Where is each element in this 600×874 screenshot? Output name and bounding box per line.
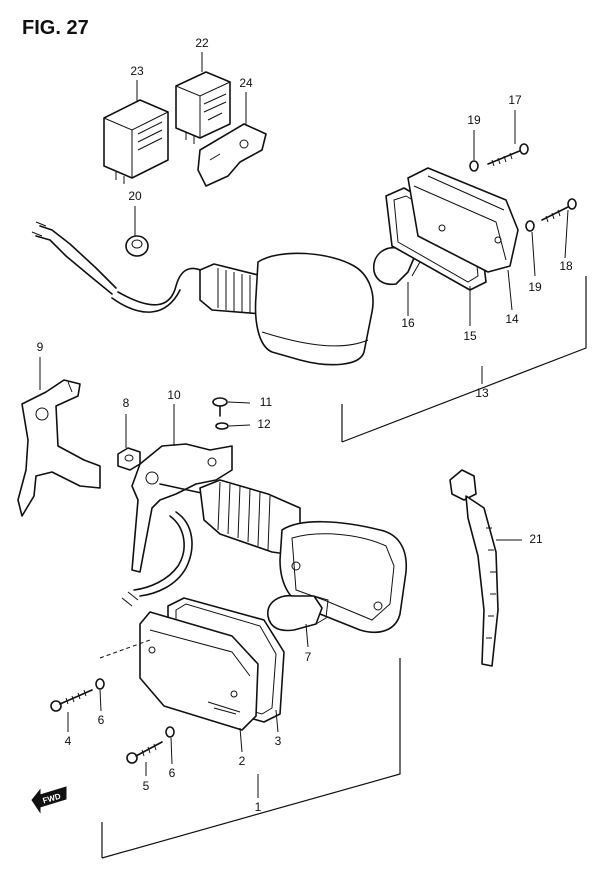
part-5-screw bbox=[126, 741, 163, 764]
callout-16: 16 bbox=[401, 316, 415, 330]
part-14-lens bbox=[407, 167, 519, 273]
callout-2: 2 bbox=[239, 754, 246, 768]
callout-10: 10 bbox=[167, 388, 181, 402]
part-11-screw bbox=[212, 397, 228, 417]
callout-14: 14 bbox=[505, 312, 519, 326]
part-24-bracket bbox=[197, 123, 267, 187]
part-7-bulb bbox=[267, 594, 329, 632]
part-23-relay bbox=[103, 99, 169, 184]
callout-6-a: 6 bbox=[98, 713, 105, 727]
callout-12: 12 bbox=[257, 417, 271, 431]
part-18-screw bbox=[541, 198, 577, 223]
upper-signal-housing bbox=[199, 252, 374, 366]
fwd-arrow: FWD bbox=[31, 786, 67, 814]
part-20-grommet bbox=[125, 235, 149, 257]
part-4-screw bbox=[50, 689, 93, 712]
callout-24: 24 bbox=[239, 76, 253, 90]
callout-labels: 23 22 24 20 19 17 19 18 16 15 14 13 9 8 … bbox=[37, 36, 573, 814]
part-19-washer-upper bbox=[469, 160, 479, 172]
lower-wiring bbox=[121, 511, 193, 607]
callout-23: 23 bbox=[130, 64, 144, 78]
callout-17: 17 bbox=[508, 93, 522, 107]
part-10-stay bbox=[131, 443, 233, 573]
callout-11: 11 bbox=[260, 395, 273, 409]
callout-5: 5 bbox=[143, 779, 150, 793]
callout-22: 22 bbox=[195, 36, 209, 50]
upper-wiring bbox=[31, 221, 209, 313]
part-21-cable-tie bbox=[449, 469, 499, 667]
callout-18: 18 bbox=[559, 259, 573, 273]
callout-3: 3 bbox=[275, 734, 282, 748]
callout-1: 1 bbox=[255, 800, 262, 814]
part-22-relay bbox=[175, 71, 231, 144]
callout-8: 8 bbox=[123, 396, 130, 410]
callout-15: 15 bbox=[463, 329, 477, 343]
assembly-bracket-1 bbox=[101, 658, 401, 859]
part-6-washer-a bbox=[95, 678, 105, 690]
leader-lines bbox=[39, 52, 569, 776]
part-6-washer-b bbox=[165, 726, 175, 738]
callout-21: 21 bbox=[529, 532, 543, 546]
part-2-lens bbox=[139, 611, 259, 731]
figure-title: FIG. 27 bbox=[22, 17, 89, 39]
callout-9: 9 bbox=[37, 340, 44, 354]
callout-19-lower: 19 bbox=[528, 280, 542, 294]
part-19-washer-lower bbox=[525, 220, 535, 232]
callout-19-upper: 19 bbox=[467, 113, 481, 127]
part-17-screw bbox=[487, 143, 529, 167]
callout-13: 13 bbox=[475, 386, 489, 400]
part-8-nut bbox=[117, 447, 141, 471]
part-12-washer bbox=[215, 422, 229, 430]
callout-7: 7 bbox=[305, 650, 312, 664]
callout-20: 20 bbox=[128, 189, 142, 203]
callout-4: 4 bbox=[65, 734, 72, 748]
assembly-bracket-13 bbox=[341, 276, 587, 443]
part-9-bracket bbox=[17, 379, 101, 517]
callout-6-b: 6 bbox=[169, 766, 176, 780]
